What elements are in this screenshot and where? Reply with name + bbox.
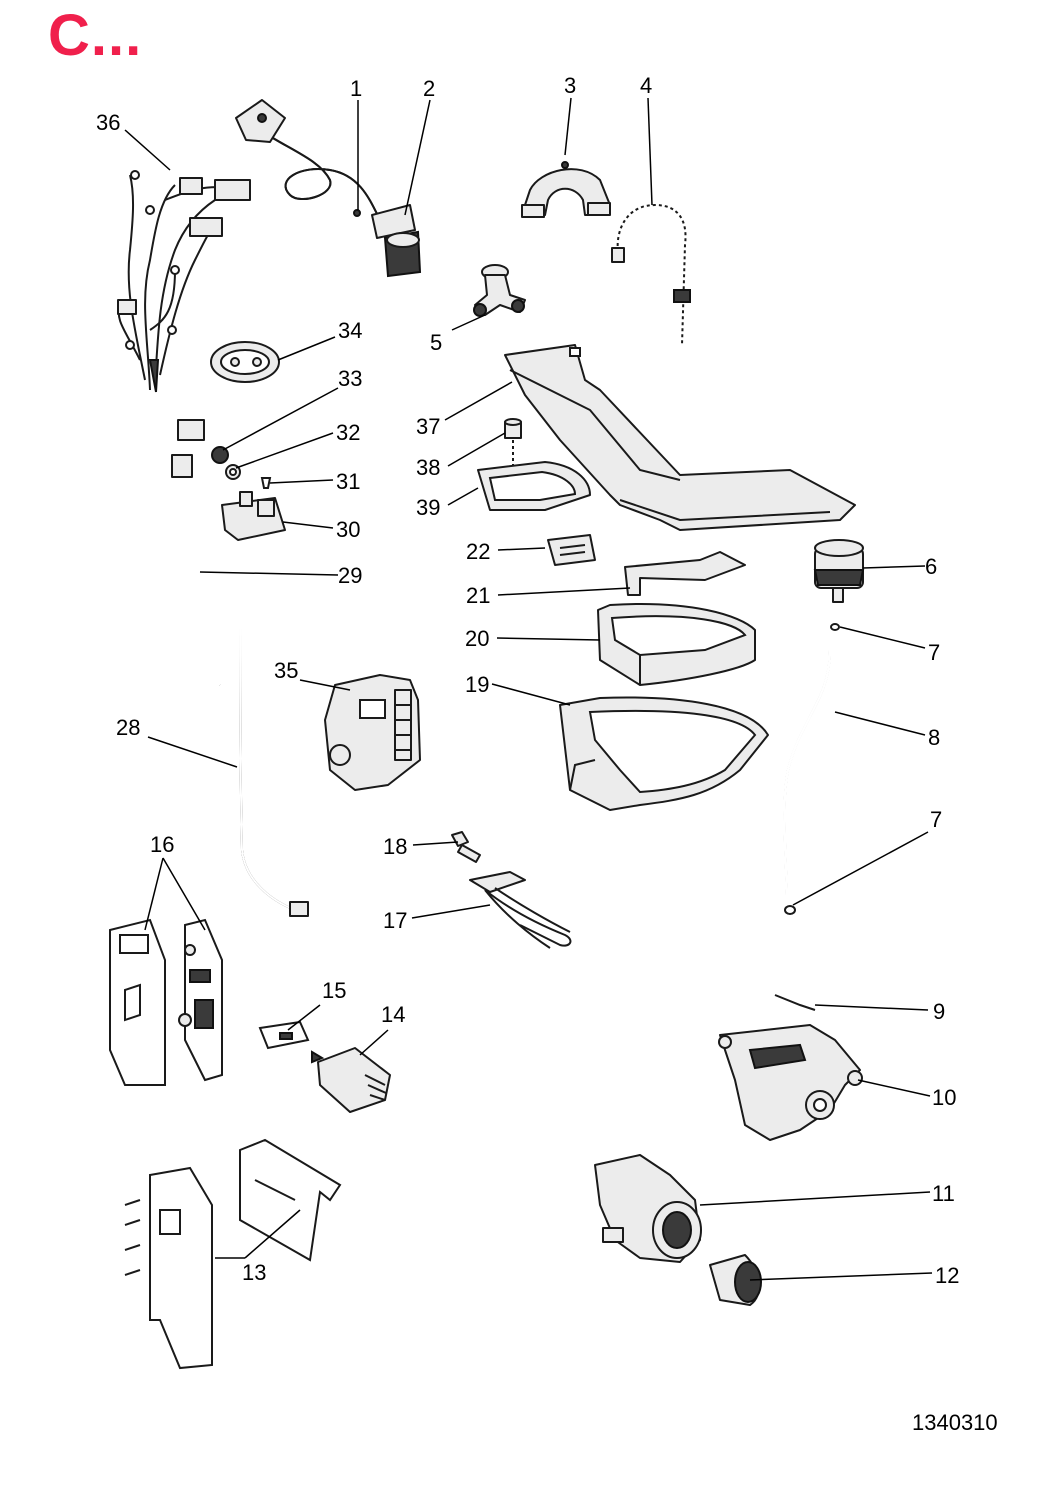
part-16-control-board <box>109 918 223 1086</box>
callout-28: 28 <box>116 715 140 740</box>
drawing-code: 1340310 <box>912 1410 998 1435</box>
callout-16: 16 <box>150 832 174 857</box>
callout-29: 29 <box>338 563 362 588</box>
callout-1: 1 <box>350 76 362 101</box>
callout-8: 8 <box>928 725 940 750</box>
callout-21: 21 <box>466 583 490 608</box>
part-1-2-power-cable-suppressor <box>235 99 422 278</box>
callout-20: 20 <box>465 626 489 651</box>
callout-7a: 7 <box>928 640 940 665</box>
part-9-10-motor <box>718 994 863 1141</box>
callout-31: 31 <box>336 469 360 494</box>
part-7-8-pressure-hose <box>783 623 840 915</box>
callout-14: 14 <box>381 1002 405 1027</box>
callout-10: 10 <box>932 1085 956 1110</box>
callout-7b: 7 <box>930 807 942 832</box>
callout-3: 3 <box>564 73 576 98</box>
part-35-door-lock <box>324 674 421 791</box>
callout-5: 5 <box>430 330 442 355</box>
part-20-detergent-drawer <box>597 603 756 686</box>
part-29-33-inlet-valve-assembly <box>171 419 286 687</box>
part-13-documentation <box>124 1138 342 1370</box>
callout-34: 34 <box>338 318 362 343</box>
part-5-y-connector <box>473 264 526 317</box>
callout-19: 19 <box>465 672 489 697</box>
part-19-drawer-housing <box>559 696 769 811</box>
part-34-gasket <box>210 341 280 383</box>
callout-9: 9 <box>933 999 945 1024</box>
part-22-clip <box>547 534 596 566</box>
callout-36: 36 <box>96 110 120 135</box>
part-4-drain-hose <box>611 200 691 346</box>
part-3-hose-bracket <box>521 161 611 218</box>
part-14-15-programming-module <box>258 1020 391 1113</box>
callout-30: 30 <box>336 517 360 542</box>
callout-37: 37 <box>416 414 440 439</box>
callout-22: 22 <box>466 539 490 564</box>
callout-2: 2 <box>423 76 435 101</box>
callout-32: 32 <box>336 420 360 445</box>
callout-38: 38 <box>416 455 440 480</box>
part-6-pressure-switch <box>813 539 865 603</box>
callout-labels: 1 2 3 4 5 6 7 7 8 9 10 11 12 13 14 15 16… <box>96 73 959 1288</box>
part-38-39-siphon-cap-tray <box>477 418 591 511</box>
callout-39: 39 <box>416 495 440 520</box>
callout-17: 17 <box>383 908 407 933</box>
callout-4: 4 <box>640 73 652 98</box>
page-title: C... <box>48 3 143 68</box>
callout-6: 6 <box>925 554 937 579</box>
callout-15: 15 <box>322 978 346 1003</box>
part-11-12-drain-pump <box>594 1154 762 1306</box>
part-17-18-heater-sensor <box>451 831 572 949</box>
callout-18: 18 <box>383 834 407 859</box>
callout-11: 11 <box>932 1181 955 1206</box>
callout-33: 33 <box>338 366 362 391</box>
part-37-dispenser-housing <box>504 344 856 531</box>
callout-12: 12 <box>935 1263 959 1288</box>
callout-35: 35 <box>274 658 298 683</box>
part-21-cover <box>624 551 746 596</box>
part-28-earth-wire <box>239 594 309 917</box>
leader-lines <box>124 97 933 1281</box>
callout-13: 13 <box>242 1260 266 1285</box>
part-36-wiring-harness <box>117 170 251 393</box>
